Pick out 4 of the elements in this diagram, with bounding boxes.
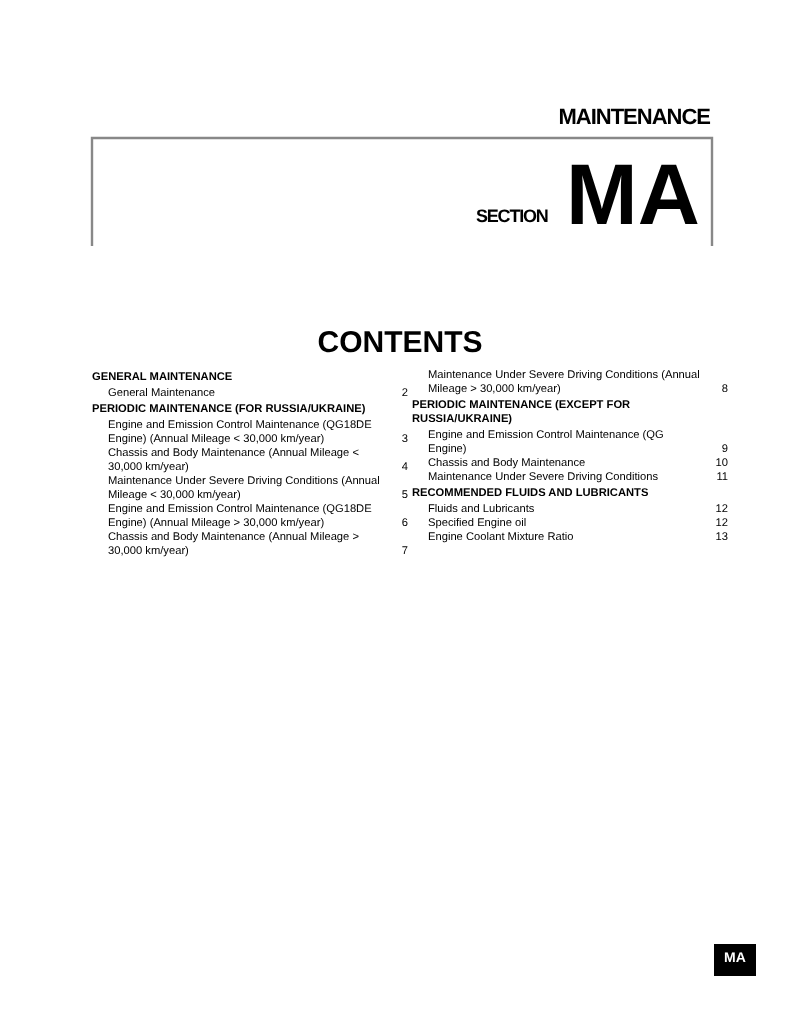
contents-title: CONTENTS <box>315 326 485 360</box>
section-code: MA <box>566 152 700 240</box>
section-header: MAINTENANCE <box>558 106 710 130</box>
section-word: SECTION <box>476 206 548 226</box>
